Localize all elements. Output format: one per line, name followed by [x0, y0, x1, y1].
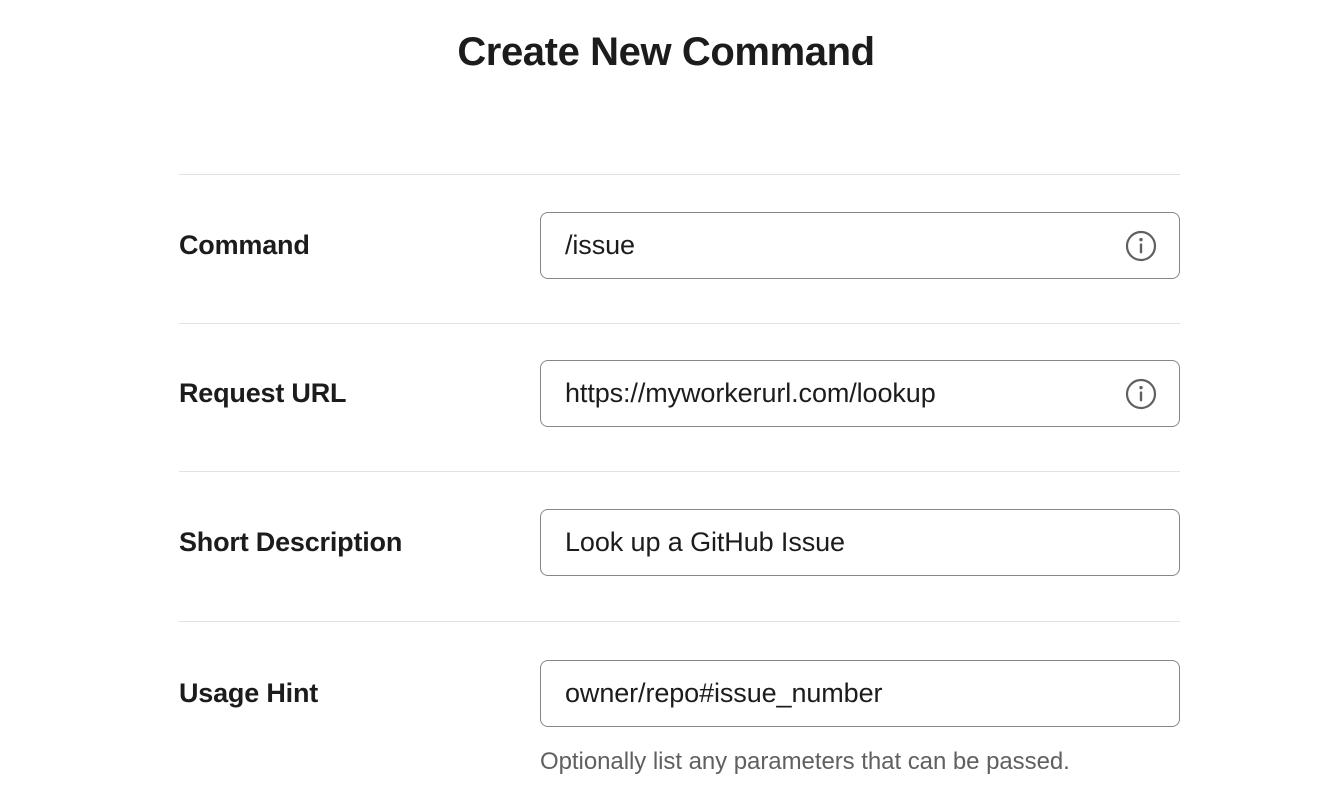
field-col-request-url — [540, 360, 1180, 427]
divider-top — [179, 174, 1180, 175]
modal-header: Create New Command — [0, 0, 1332, 110]
usage-hint-input[interactable] — [541, 661, 1179, 726]
usage-hint-help-text: Optionally list any parameters that can … — [540, 748, 1070, 775]
field-col-command — [540, 212, 1180, 279]
divider-after-request-url — [179, 471, 1180, 472]
info-circle-icon-request-url[interactable] — [1125, 378, 1157, 410]
short-description-input-wrap[interactable] — [540, 509, 1180, 576]
request-url-input-wrap[interactable] — [540, 360, 1180, 427]
page-title: Create New Command — [457, 30, 875, 74]
label-short-description: Short Description — [179, 527, 403, 557]
field-col-usage-hint: Optionally list any parameters that can … — [540, 660, 1180, 778]
modal-body: Command Request URL — [0, 110, 1332, 810]
form-row-usage-hint: Usage Hint Optionally list any parameter… — [179, 622, 1180, 778]
field-col-short-description — [540, 509, 1180, 576]
short-description-input[interactable] — [541, 510, 1179, 575]
label-command: Command — [179, 230, 310, 260]
command-input[interactable] — [541, 213, 1179, 278]
form-row-command: Command — [179, 175, 1180, 323]
command-input-wrap[interactable] — [540, 212, 1180, 279]
label-request-url: Request URL — [179, 378, 347, 408]
form-row-request-url: Request URL — [179, 324, 1180, 471]
divider-after-command — [179, 323, 1180, 324]
divider-after-short-description — [179, 621, 1180, 622]
request-url-input[interactable] — [541, 361, 1179, 426]
form-row-short-description: Short Description — [179, 472, 1180, 621]
info-circle-icon-command[interactable] — [1125, 230, 1157, 262]
usage-hint-input-wrap[interactable] — [540, 660, 1180, 727]
command-form: Command Request URL — [179, 174, 1180, 778]
label-usage-hint: Usage Hint — [179, 678, 319, 708]
